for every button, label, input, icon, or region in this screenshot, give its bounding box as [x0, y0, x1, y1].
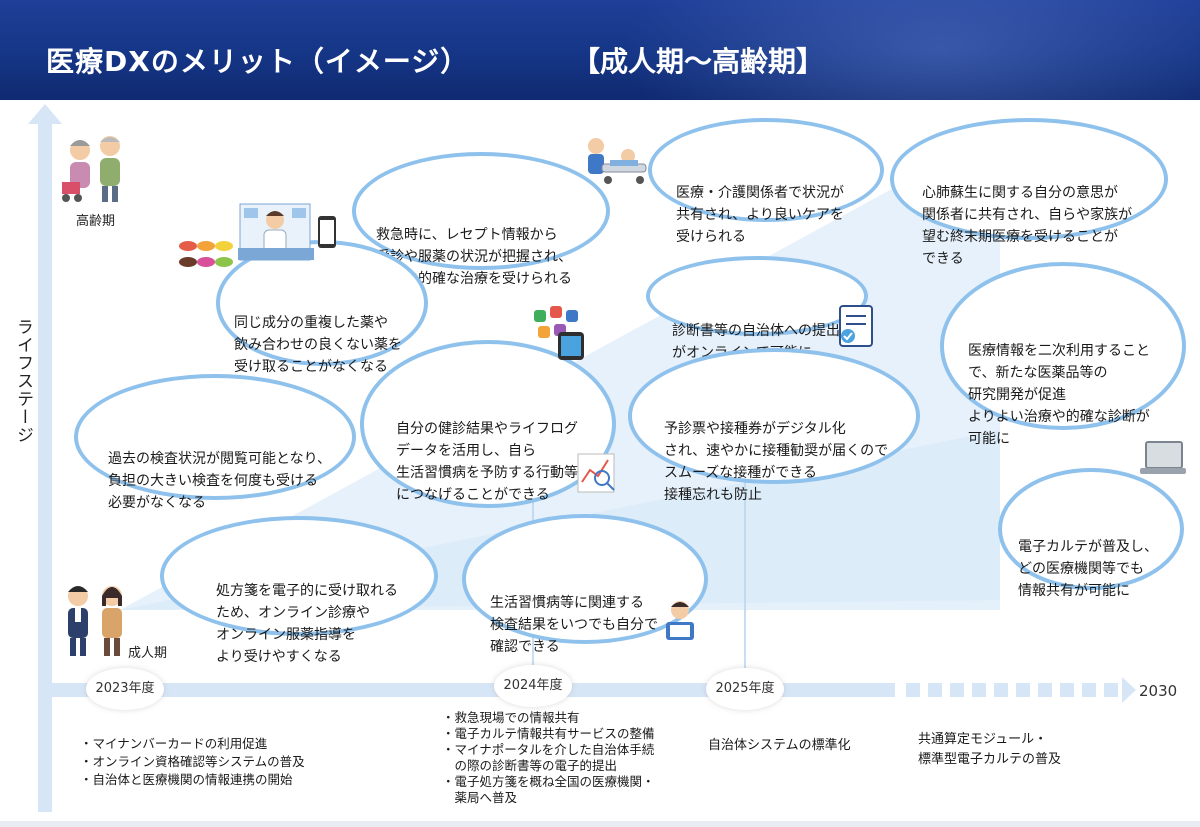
bubble-emergency [352, 152, 610, 270]
bubble-medication-text: 同じ成分の重複した薬や飲み合わせの良くない薬を受け取ることがなくなる [234, 315, 402, 375]
horizontal-axis-dashes [906, 683, 1118, 697]
bubble-test-results [462, 514, 708, 644]
bubble-end-of-life [890, 118, 1168, 240]
medicine-pills-icon [179, 241, 233, 267]
health-apps-icon [534, 306, 584, 360]
bubble-ehr-text: 電子カルテが普及し、どの医療機関等でも情報共有が可能に [1018, 539, 1158, 599]
person-reading-icon [666, 601, 694, 640]
bubble-emergency-text: 救急時に、レセプト情報から受診や服薬の状況が把握され、迅速に的確な治療を受けられ… [376, 227, 573, 287]
page-title: 医療DXのメリット（イメージ） [46, 45, 470, 78]
adult-label: 成人期 [128, 646, 168, 661]
bubble-ehr [998, 468, 1184, 590]
ambulance-stretcher-icon [588, 138, 647, 184]
elderly-couple-icon [62, 136, 120, 202]
bubble-certificate [646, 256, 868, 336]
notes-2030: 共通算定モジュール・ 標準型電子カルテの普及 [918, 732, 1062, 767]
bubble-medication [216, 240, 428, 366]
notes-2024: 救急現場での情報共有 電子カルテ情報共有サービスの整備 マイナポータルを介した自… [442, 710, 655, 806]
laptop-icon [1140, 441, 1186, 474]
bubble-vaccination-text: 予診票や接種券がデジタル化され、速やかに接種勧奨が届くのでスムーズな接種ができる… [664, 421, 889, 503]
notes-2023: マイナンバーカードの利用促進 オンライン資格確認等システムの普及 自治体と医療機… [80, 736, 305, 788]
notes-2025: 自治体システムの標準化 [708, 738, 851, 753]
bubble-secondary-use-text: 医療情報を二次利用することで、新たな医薬品等の研究開発が促進よりよい治療や的確な… [968, 343, 1150, 447]
header-banner: 医療DXのメリット（イメージ） 【成人期～高齢期】 [0, 0, 1200, 100]
horizontal-axis [45, 683, 895, 697]
bottom-bar [0, 821, 1200, 827]
certificate-document-icon [839, 305, 873, 347]
adult-couple-icon [68, 586, 122, 656]
elderly-label: 高齢期 [76, 214, 116, 229]
bubble-care-sharing-text: 医療・介護関係者で状況が共有され、より良いケアを受けられる [676, 185, 844, 245]
bubble-care-sharing [648, 118, 884, 222]
bubble-eprescription-text: 処方箋を電子的に受け取れるため、オンライン診療やオンライン服薬指導をより受けやす… [216, 583, 398, 665]
vertical-axis-arrow [28, 104, 62, 124]
bubble-exam-history-text: 過去の検査状況が閲覧可能となり、負担の大きい検査を何度も受ける必要がなくなる [108, 451, 332, 511]
year-marker-2023: 2023年度 [86, 668, 164, 710]
bubble-exam-history [74, 374, 356, 500]
bubble-vaccination [628, 348, 920, 484]
bubble-secondary-use [940, 262, 1186, 430]
header-shine [620, 0, 1200, 100]
bubble-test-results-text: 生活習慣病等に関連する検査結果をいつでも自分で確認できる [490, 595, 658, 655]
vertical-axis [38, 122, 52, 812]
year-marker-2024: 2024年度 [494, 665, 572, 707]
lifestage-axis-label: ライフステージ [13, 318, 33, 444]
test-chart-icon [577, 453, 615, 493]
year-label-2030: 2030 [1139, 682, 1178, 700]
bubble-lifelog-text: 自分の健診結果やライフログデータを活用し、自ら生活習慣病を予防する行動等につなげ… [396, 421, 578, 503]
page-subtitle: 【成人期～高齢期】 [572, 45, 825, 78]
pharmacist-icon [238, 203, 336, 261]
year-marker-2025: 2025年度 [706, 668, 784, 710]
bubble-eprescription [160, 516, 438, 636]
bubble-end-of-life-text: 心肺蘇生に関する自分の意思が関係者に共有され、自らや家族が望む終末期医療を受ける… [922, 185, 1133, 267]
horizontal-axis-arrow [1122, 677, 1136, 703]
bubble-lifelog [360, 340, 616, 508]
